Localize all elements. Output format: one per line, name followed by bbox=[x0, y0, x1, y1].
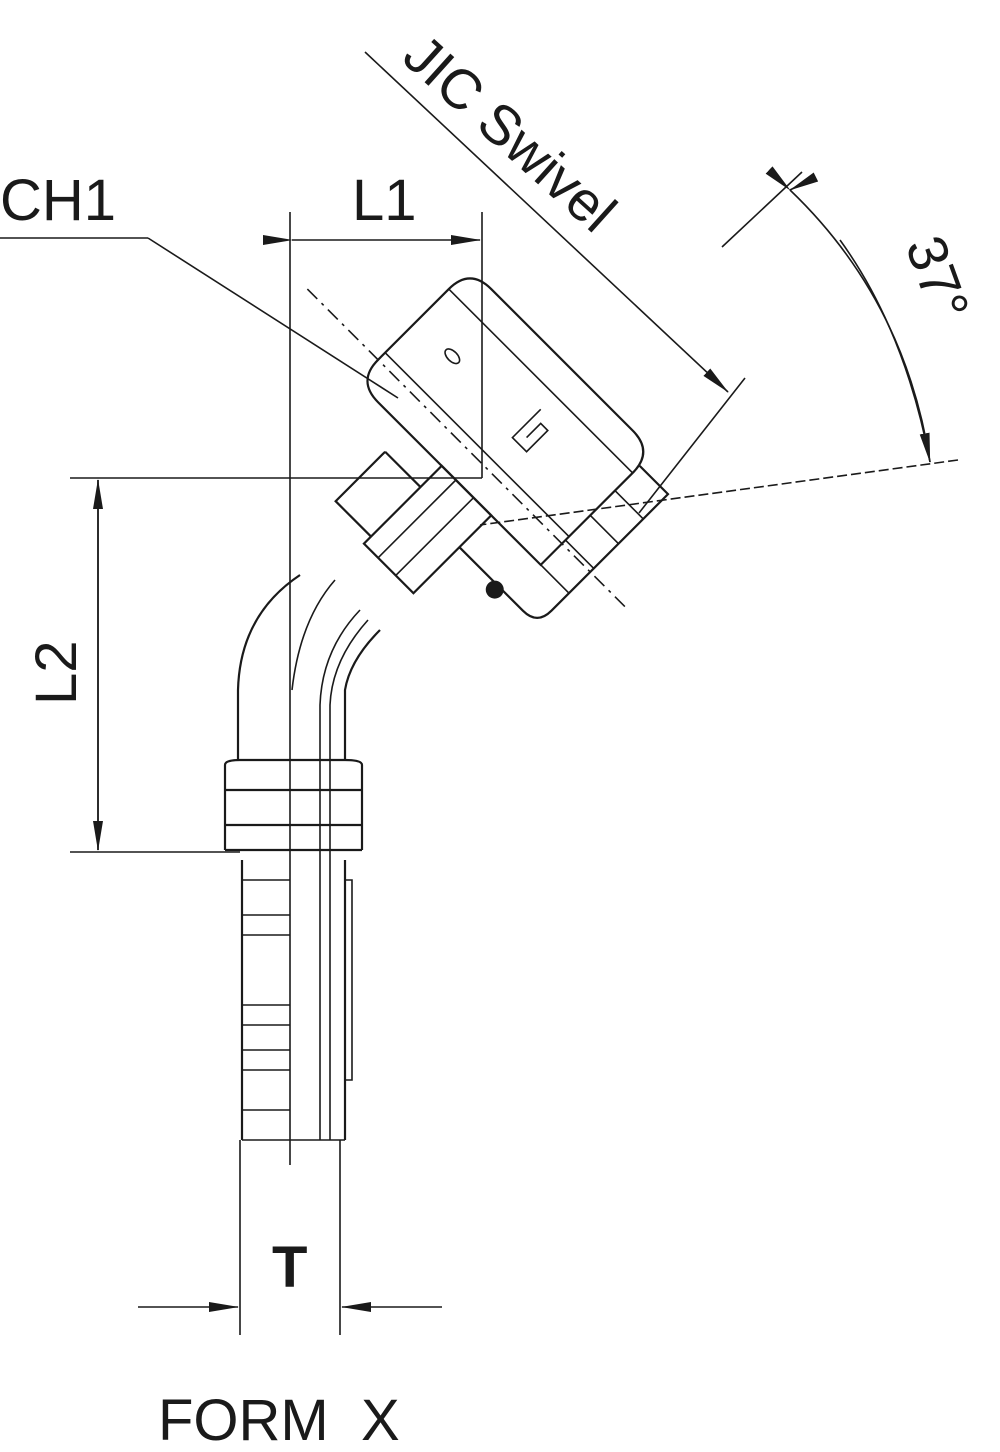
t-label: T bbox=[272, 1235, 307, 1300]
l1-dimension bbox=[263, 212, 483, 1165]
ch1-label: CH1 bbox=[0, 168, 116, 233]
l2-label: L2 bbox=[24, 640, 89, 705]
l2-dimension bbox=[70, 477, 482, 853]
form-label: FORM X bbox=[158, 1388, 400, 1452]
t-dimension bbox=[138, 1140, 442, 1335]
l1-label: L1 bbox=[352, 168, 417, 233]
angle-dimension bbox=[479, 166, 959, 526]
ch1-leader bbox=[0, 237, 399, 399]
fitting-body bbox=[223, 574, 381, 1141]
angle-label: 37° bbox=[894, 228, 982, 329]
nut-and-hex bbox=[306, 277, 670, 619]
jic-swivel-dimension bbox=[364, 51, 746, 514]
jic-swivel-label: JIC Swivel bbox=[392, 22, 628, 244]
